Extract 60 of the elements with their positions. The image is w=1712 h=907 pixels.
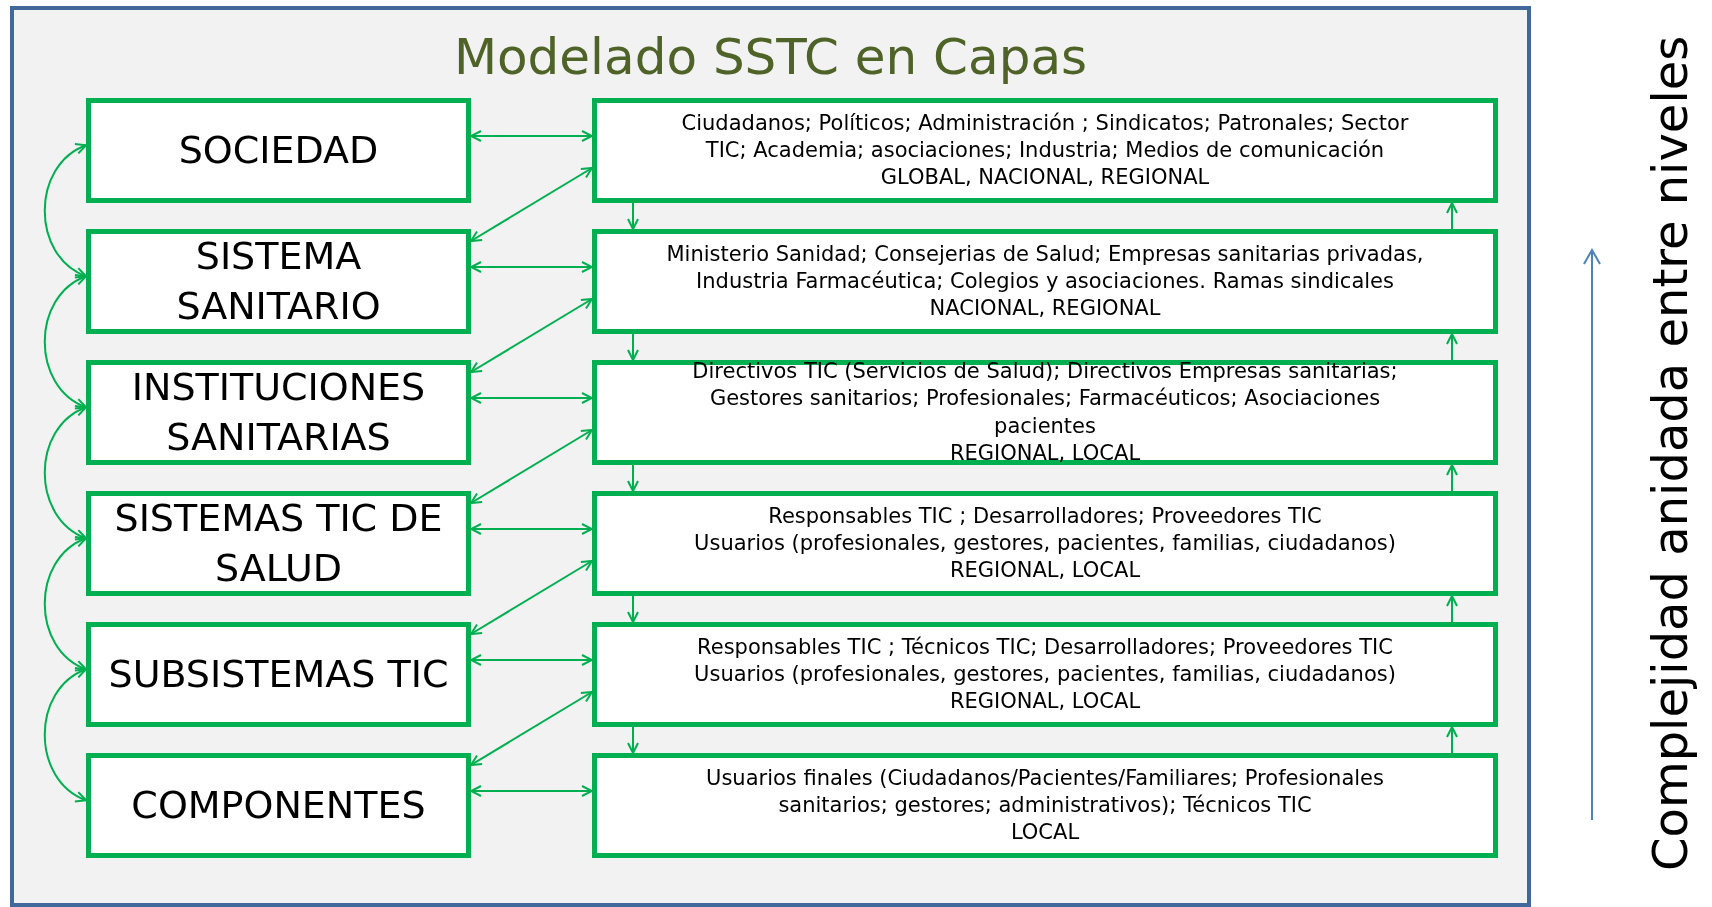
box-text: Usuarios (profesionales, gestores, pacientes, familias, ciudadanos) <box>694 529 1396 557</box>
arrow <box>43 406 87 540</box>
arrow <box>470 298 593 373</box>
arrow <box>43 537 87 671</box>
arrow <box>470 691 593 766</box>
box-text: Responsables TIC ; Técnicos TIC; Desarrolladores; Proveedores TIC <box>697 633 1393 661</box>
arrow <box>470 523 593 535</box>
diagram-title: Modelado SSTC en Capas <box>452 28 1089 86</box>
layer-box <box>86 360 471 465</box>
box-text: SUBSISTEMAS TIC <box>108 650 449 698</box>
arrow <box>43 275 87 409</box>
arrow <box>470 429 593 504</box>
arrow <box>1446 595 1458 623</box>
box-text: Directivos TIC (Servicios de Salud); Directivos Empresas sanitarias; Gestores sanitarios; Profesionales; Farmacéuticos; Asociaciones pacientes <box>691 357 1399 440</box>
box-text: LOCAL <box>1010 819 1080 847</box>
box-text: Responsables TIC ; Desarrolladores; Proveedores TIC <box>768 502 1322 530</box>
box-text: Usuarios finales (Ciudadanos/Pacientes/Familiares; Profesionales sanitarios; gestores; administrativos); Técnicos TIC <box>705 764 1385 819</box>
arrow <box>470 654 593 666</box>
arrow <box>1446 464 1458 492</box>
box-text: REGIONAL, LOCAL <box>949 557 1141 585</box>
arrow <box>627 202 639 230</box>
box-text: REGIONAL, LOCAL <box>949 439 1141 467</box>
box-text: SOCIEDAD <box>178 126 379 174</box>
box-text: COMPONENTES <box>131 781 426 829</box>
arrow <box>627 333 639 361</box>
box-text: SISTEMA SANITARIO <box>175 233 382 330</box>
box-text: Ministerio Sanidad; Consejerias de Salud; Empresas sanitarias privadas, Industria Farmacéutica; Colegios y asociaciones. Ramas sindicales <box>665 240 1425 295</box>
layer-box <box>86 229 471 334</box>
box-text: GLOBAL, NACIONAL, REGIONAL <box>880 164 1210 192</box>
arrow <box>1446 726 1458 754</box>
arrow <box>43 668 87 802</box>
layer-box <box>86 753 471 858</box>
arrow <box>627 595 639 623</box>
layer-box <box>86 491 471 596</box>
arrow <box>43 144 87 278</box>
arrow <box>470 392 593 404</box>
layer-box <box>592 622 1498 727</box>
layer-box <box>592 229 1498 334</box>
layer-box <box>86 98 471 203</box>
layer-box <box>592 491 1498 596</box>
layer-box <box>592 753 1498 858</box>
arrow <box>1446 333 1458 361</box>
arrow <box>470 560 593 635</box>
box-text: Ciudadanos; Políticos; Administración ; Sindicatos; Patronales; Sector TIC; Academia; asociaciones; Industria; Medios de comunicación <box>680 109 1410 164</box>
box-text: INSTITUCIONES SANITARIAS <box>130 364 427 461</box>
box-text: NACIONAL, REGIONAL <box>929 295 1161 323</box>
arrow <box>470 130 593 142</box>
arrow <box>470 261 593 273</box>
layer-box <box>592 98 1498 203</box>
layer-box <box>592 360 1498 465</box>
arrow <box>627 464 639 492</box>
arrow <box>470 785 593 797</box>
box-text: Usuarios (profesionales, gestores, pacientes, familias, ciudadanos) <box>694 660 1396 688</box>
arrow <box>470 167 593 242</box>
box-text: REGIONAL, LOCAL <box>949 688 1141 716</box>
box-text: SISTEMAS TIC DE SALUD <box>113 495 444 592</box>
arrow <box>1446 202 1458 230</box>
axis-label: Complejidad anidada entre niveles <box>1642 34 1698 874</box>
layer-box <box>86 622 471 727</box>
arrow <box>627 726 639 754</box>
